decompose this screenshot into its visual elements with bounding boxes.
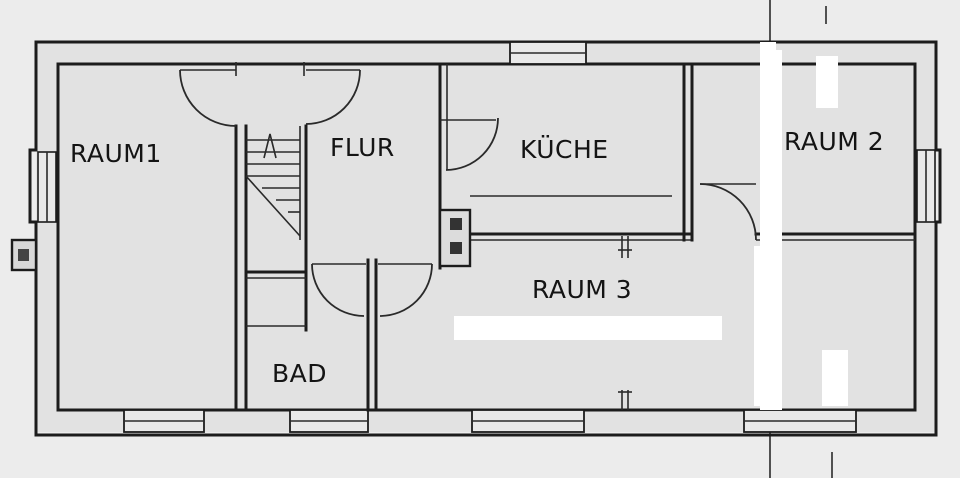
bottom-windows	[123, 409, 857, 433]
room-labels: RAUM1 FLUR KÜCHE RAUM 2 RAUM 3 BAD	[70, 127, 884, 388]
stove-icon	[438, 208, 472, 268]
label-raum1: RAUM1	[70, 139, 162, 168]
whiteout-patches	[454, 42, 848, 410]
label-kueche: KÜCHE	[520, 135, 609, 164]
interior-walls	[234, 62, 917, 412]
doors	[179, 62, 757, 317]
label-raum2: RAUM 2	[784, 127, 884, 156]
label-bad: BAD	[272, 359, 327, 388]
plan-shadow	[36, 42, 936, 432]
label-raum3: RAUM 3	[532, 275, 632, 304]
staircase	[245, 126, 301, 240]
top-window-kitchen	[509, 41, 587, 65]
label-flur: FLUR	[330, 133, 395, 162]
outer-walls	[28, 40, 942, 437]
chimney-icon	[10, 238, 38, 272]
